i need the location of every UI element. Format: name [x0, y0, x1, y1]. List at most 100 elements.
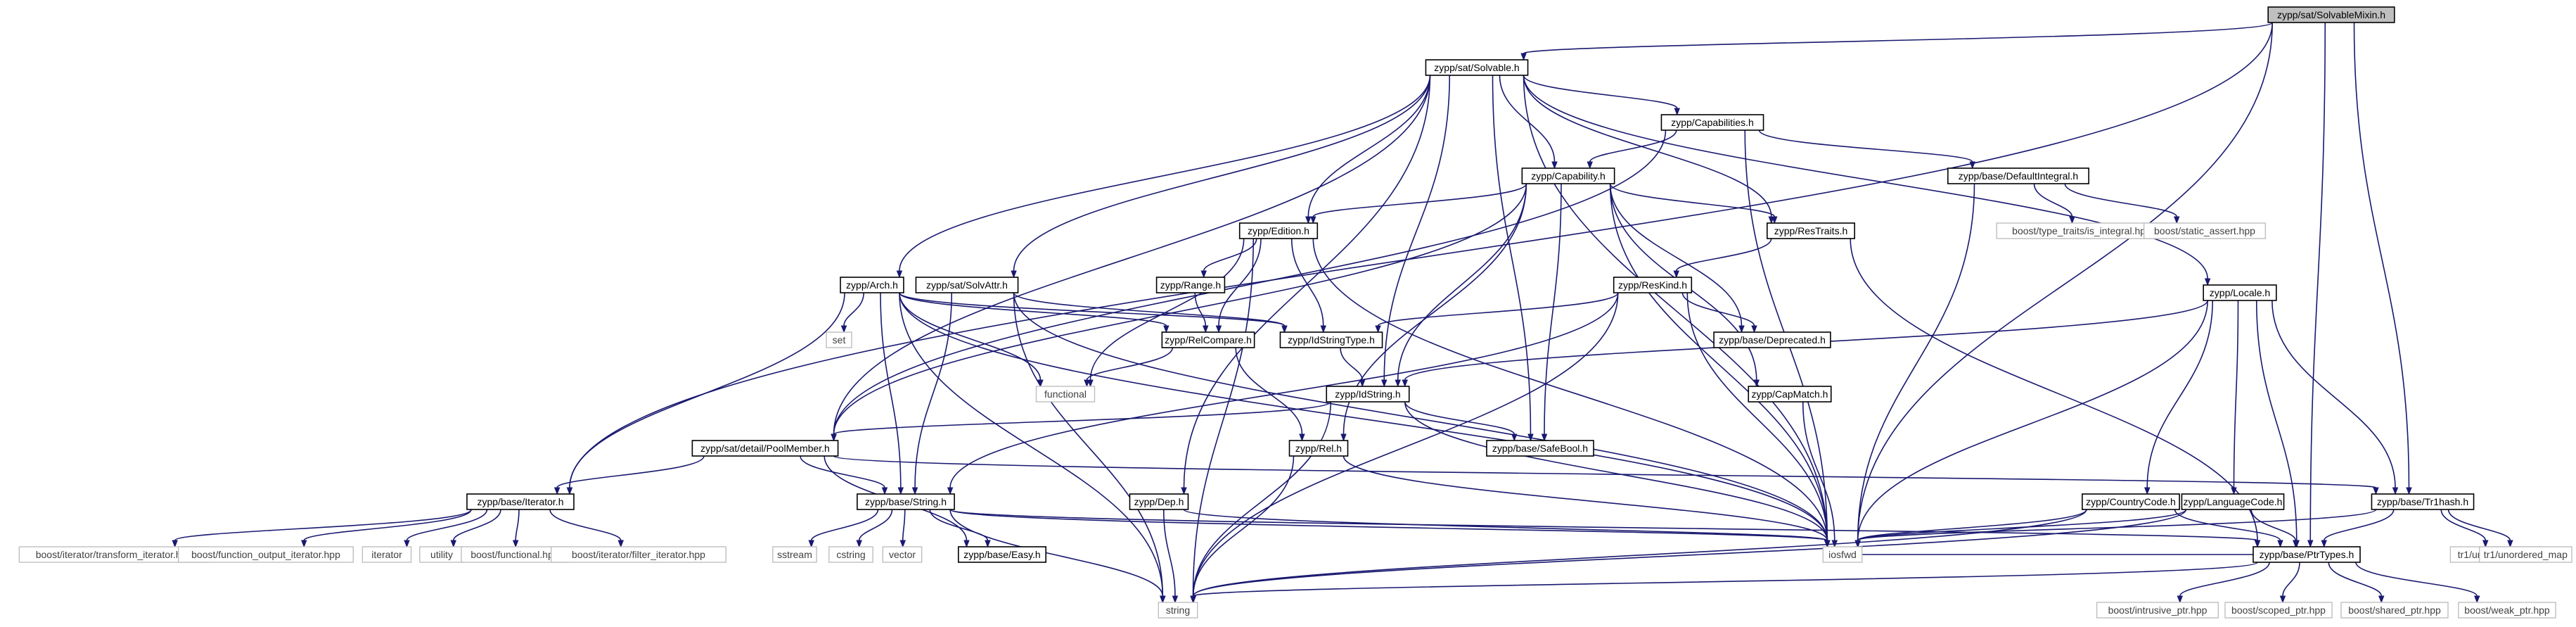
node-idstringtype[interactable]: zypp/IdStringType.h [1279, 331, 1383, 348]
edge-line [1343, 455, 1828, 541]
node-ptrtypes[interactable]: zypp/base/PtrTypes.h [2253, 546, 2361, 563]
edge-line [569, 292, 845, 488]
node-edition[interactable]: zypp/Edition.h [1238, 222, 1319, 239]
node-set: set [826, 331, 852, 348]
edge-defaultintegral-to-iosfwd [1854, 183, 1975, 548]
edge-arrowhead [2144, 487, 2151, 495]
edge-ptrtypes-to-scoped_ptr [2279, 562, 2300, 604]
edge-line [1544, 183, 1562, 435]
node-defaultintegral[interactable]: zypp/base/DefaultIntegral.h [1947, 167, 2089, 184]
node-dep[interactable]: zypp/Dep.h [1129, 493, 1189, 510]
edge-arrowhead [1203, 325, 1209, 334]
edge-line [2440, 509, 2487, 541]
node-box [1238, 222, 1319, 239]
edge-arrowhead [2307, 540, 2314, 548]
node-label: zypp/base/Deprecated.h [1719, 334, 1826, 346]
node-label: zypp/Range.h [1160, 279, 1221, 291]
node-label: sstream [777, 549, 812, 560]
node-filter-iterator: boost/iterator/filter_iterator.hpp [551, 546, 727, 563]
node-capabilities[interactable]: zypp/Capabilities.h [1660, 114, 1764, 131]
edge-arrowhead [2204, 278, 2211, 286]
node-deprecated[interactable]: zypp/base/Deprecated.h [1713, 331, 1831, 348]
edge-arrowhead [1824, 540, 1831, 548]
edge-line [1589, 129, 1677, 163]
node-rel[interactable]: zypp/Rel.h [1288, 440, 1349, 457]
edge-arrowhead [963, 540, 970, 548]
edge-solvable-to-locale [1523, 75, 2211, 286]
node-relcompare[interactable]: zypp/RelCompare.h [1161, 331, 1255, 348]
node-root[interactable]: zypp/sat/SolvableMixin.h [2267, 6, 2395, 23]
edge-relcompare-to-functional [1084, 347, 1174, 388]
node-restraits[interactable]: zypp/ResTraits.h [1767, 222, 1856, 239]
node-capability[interactable]: zypp/Capability.h [1521, 167, 1615, 184]
edge-line [1377, 292, 1619, 327]
edge-arrowhead [1751, 325, 1757, 334]
node-arch[interactable]: zypp/Arch.h [840, 277, 904, 293]
edge-line [858, 509, 893, 541]
edge-locale-to-tr1hash [2271, 300, 2399, 495]
node-safebool[interactable]: zypp/base/SafeBool.h [1486, 440, 1594, 457]
node-box [1326, 386, 1410, 403]
edge-solvable-to-idstring [1381, 75, 1451, 388]
node-poolmember[interactable]: zypp/sat/detail/PoolMember.h [691, 440, 839, 457]
node-countrycode[interactable]: zypp/CountryCode.h [2082, 493, 2180, 510]
edge-arrowhead [2069, 216, 2075, 224]
edge-line [1235, 347, 1303, 435]
node-tr1hash[interactable]: zypp/base/Tr1hash.h [2371, 493, 2475, 510]
edge-arch-to-relcompare [899, 292, 1170, 334]
node-languagecode[interactable]: zypp/LanguageCode.h [2181, 493, 2285, 510]
node-label: zypp/base/Iterator.h [478, 496, 564, 507]
edge-arrowhead [1551, 161, 1558, 170]
edge-arrowhead [566, 487, 573, 495]
node-solvattr[interactable]: zypp/sat/SolvAttr.h [915, 277, 1019, 293]
edge-line [899, 292, 1167, 327]
edge-line [1857, 509, 2377, 541]
node-easy[interactable]: zypp/base/Easy.h [958, 546, 1047, 563]
node-box [1155, 277, 1226, 293]
edge-arch-to-iosfwd [899, 292, 1831, 548]
edge-arrowhead [1587, 161, 1593, 170]
edge-arrowhead [1320, 325, 1326, 334]
node-label: zypp/sat/Solvable.h [1434, 62, 1519, 73]
node-label: boost/scoped_ptr.hpp [2231, 604, 2326, 616]
node-label: zypp/IdString.h [1335, 388, 1400, 400]
edge-capability-to-restraits [1609, 183, 1778, 224]
edge-edition-to-relcompare [1215, 238, 1262, 334]
node-solvable[interactable]: zypp/sat/Solvable.h [1425, 59, 1529, 76]
node-string[interactable]: zypp/base/String.h [857, 493, 955, 510]
edge-line [1312, 238, 1828, 541]
edge-arrowhead [1299, 433, 1305, 442]
edge-arrowhead [1969, 161, 1975, 170]
node-idstring[interactable]: zypp/IdString.h [1326, 386, 1410, 403]
node-locale[interactable]: zypp/Locale.h [2203, 284, 2277, 301]
edge-arrowhead [947, 487, 954, 495]
node-iterator[interactable]: zypp/base/Iterator.h [466, 493, 575, 510]
edge-arrowhead [1172, 595, 1179, 604]
edge-line [1523, 75, 1828, 541]
node-box [2082, 493, 2180, 510]
edge-line [1192, 509, 2187, 597]
node-label: zypp/sat/detail/PoolMember.h [700, 443, 830, 454]
node-stditerator: iterator [361, 546, 412, 563]
edge-line [1492, 75, 1532, 435]
node-label: zypp/Edition.h [1248, 225, 1309, 236]
node-label: functional [1044, 388, 1087, 400]
node-reskind[interactable]: zypp/ResKind.h [1613, 277, 1693, 293]
node-shared-ptr: boost/shared_ptr.hpp [2340, 602, 2449, 619]
edge-solvable-to-capability [1499, 75, 1558, 170]
edge-string-to-stdstring [949, 509, 1166, 604]
node-box [691, 440, 839, 457]
edge-arrowhead [450, 540, 457, 548]
edge-line [1523, 22, 2273, 54]
node-box [772, 546, 817, 563]
node-range[interactable]: zypp/Range.h [1155, 277, 1226, 293]
node-box [2253, 546, 2361, 563]
node-label: iterator [371, 549, 402, 560]
edge-line [1194, 292, 1207, 327]
edge-capability-to-deprecated [1609, 183, 1745, 334]
edge-line [406, 509, 488, 541]
edge-arch-to-string [880, 292, 904, 495]
edge-solvable-to-solvattr [1011, 75, 1431, 279]
edge-iterator-to-transform_iterator [172, 509, 472, 548]
node-capmatch[interactable]: zypp/CapMatch.h [1748, 386, 1832, 403]
